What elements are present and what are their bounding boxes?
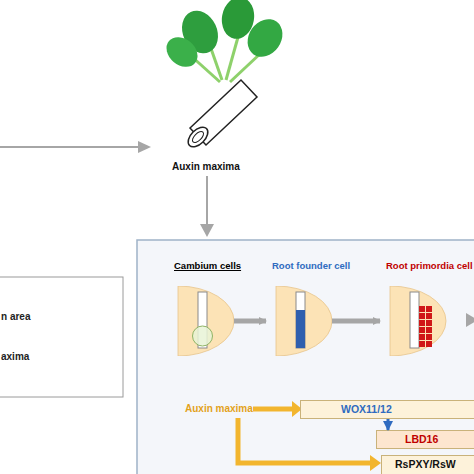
stage-title: Root founder cell: [272, 260, 352, 271]
gene-name: LBD16: [405, 433, 438, 445]
text-label: Auxin maxima: [172, 161, 240, 172]
gene-bar: LBD16: [376, 430, 474, 449]
gene-bar: RsPXY/RsW: [381, 455, 474, 474]
auxin-arrow: [253, 407, 294, 412]
flow-connector: [387, 419, 390, 430]
auxin-arrow: [238, 418, 372, 463]
stage-title: Cambium cells: [174, 260, 240, 271]
text-label: Auxin maxima: [185, 403, 253, 414]
arrow-head: [200, 224, 214, 237]
cell-stage: Root primordia cell: [386, 260, 474, 360]
arrow-head: [466, 313, 474, 327]
gene-name: WOX11/12: [341, 403, 392, 415]
legend-box: [0, 277, 123, 397]
text-label: axima: [1, 351, 29, 362]
cell-shape: [386, 286, 448, 356]
gene-name: RsPXY/RsW: [395, 458, 456, 470]
cell-shape: [272, 286, 334, 356]
cell-shape: [174, 286, 236, 356]
flow-connector: [234, 319, 266, 324]
process-panel: [137, 240, 474, 474]
flow-connector: [332, 319, 380, 324]
gene-bar: WOX11/12: [300, 400, 474, 419]
arrow-head: [370, 455, 381, 471]
flow-arrow: [0, 146, 140, 148]
radish-plant: [161, 0, 290, 150]
text-label: n area: [1, 311, 30, 322]
cell-stage: Cambium cells: [174, 260, 240, 360]
stage-title: Root primordia cell: [386, 260, 474, 271]
flow-arrow: [206, 176, 208, 226]
arrow-head: [138, 141, 151, 153]
cell-stage: Root founder cell: [272, 260, 352, 360]
